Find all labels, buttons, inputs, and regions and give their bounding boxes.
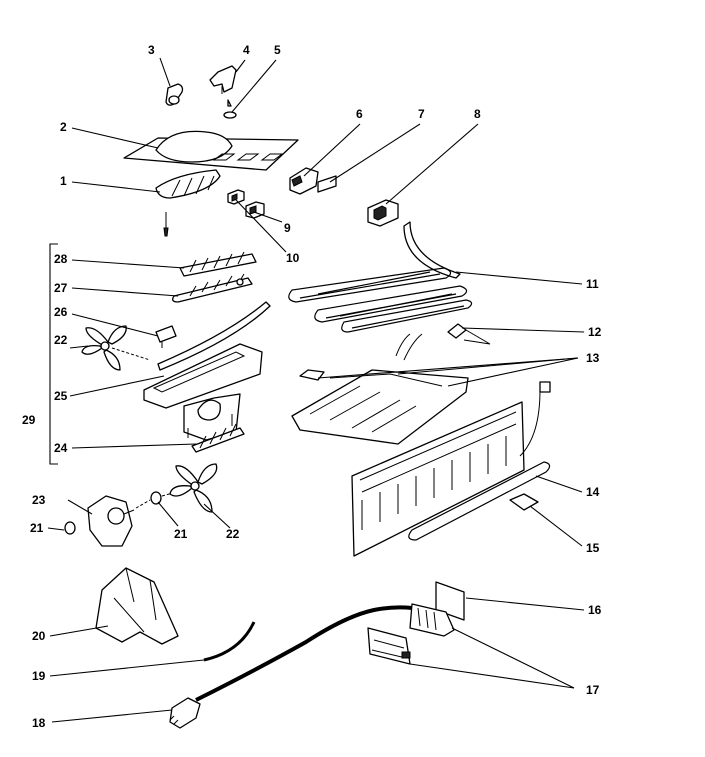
part-4-lamp-socket	[209, 65, 237, 94]
label-7: 7	[418, 107, 425, 121]
part-17-modules	[367, 603, 455, 665]
label-4: 4	[243, 43, 250, 57]
part-16-cover	[435, 581, 465, 621]
part-labels: 3 4 5 2 1 6 7 8 9 10 11 12 13 14 15 16 1…	[22, 43, 602, 730]
part-23-fan-motor	[87, 495, 135, 547]
label-15: 15	[586, 541, 600, 555]
label-5: 5	[274, 43, 281, 57]
label-16: 16	[588, 603, 602, 617]
label-10: 10	[286, 251, 300, 265]
part-5-cap	[223, 99, 237, 119]
label-17: 17	[586, 683, 600, 697]
part-27-grille	[172, 273, 253, 303]
label-21-left: 21	[30, 521, 44, 535]
part-18-power-cord	[169, 605, 413, 729]
label-6: 6	[356, 107, 363, 121]
part-2-lamp-housing	[123, 130, 299, 171]
label-8: 8	[474, 107, 481, 121]
label-21-right: 21	[174, 527, 188, 541]
part-15-connector	[509, 493, 539, 511]
label-1: 1	[60, 174, 67, 188]
label-11: 11	[586, 277, 599, 291]
part-20-bracket	[95, 567, 179, 645]
part-25-fan-housing	[143, 301, 271, 441]
part-14-rear-panel	[351, 381, 551, 557]
part-9-switch	[245, 201, 265, 219]
part-26-switch	[155, 325, 177, 348]
label-20: 20	[32, 629, 46, 643]
label-19: 19	[32, 669, 46, 683]
label-2: 2	[60, 120, 67, 134]
part-22-fan-blade-right	[169, 463, 218, 513]
label-27: 27	[54, 281, 68, 295]
label-25: 25	[54, 389, 68, 403]
part-11-heater-coil	[288, 221, 473, 333]
label-29: 29	[22, 413, 36, 427]
part-12-probe	[447, 323, 491, 345]
part-6-switch	[289, 167, 319, 195]
part-28-grille	[179, 251, 257, 277]
part-22-fan-blade-upper	[81, 325, 151, 371]
part-21-washer-right	[135, 489, 185, 509]
label-22-upper: 22	[54, 333, 68, 347]
part-8-knob-housing	[367, 199, 399, 227]
label-3: 3	[148, 43, 155, 57]
part-19-tube	[203, 621, 256, 662]
part-3-bulb	[165, 83, 184, 106]
label-13: 13	[586, 351, 600, 365]
label-26: 26	[54, 305, 68, 319]
leader-lines	[47, 57, 585, 723]
part-24-grille	[191, 423, 245, 453]
part-21-washer-left	[64, 521, 76, 535]
part-1-lamp-cover	[155, 169, 221, 237]
bracket-29	[49, 243, 58, 465]
part-13-tray	[291, 333, 469, 445]
label-23: 23	[32, 493, 46, 507]
label-12: 12	[588, 325, 602, 339]
label-24: 24	[54, 441, 68, 455]
label-22-right: 22	[226, 527, 240, 541]
label-18: 18	[32, 716, 46, 730]
label-14: 14	[586, 485, 600, 499]
part-10-connector	[227, 189, 245, 205]
label-28: 28	[54, 252, 68, 266]
part-7-plate	[317, 175, 337, 193]
label-9: 9	[284, 221, 291, 235]
